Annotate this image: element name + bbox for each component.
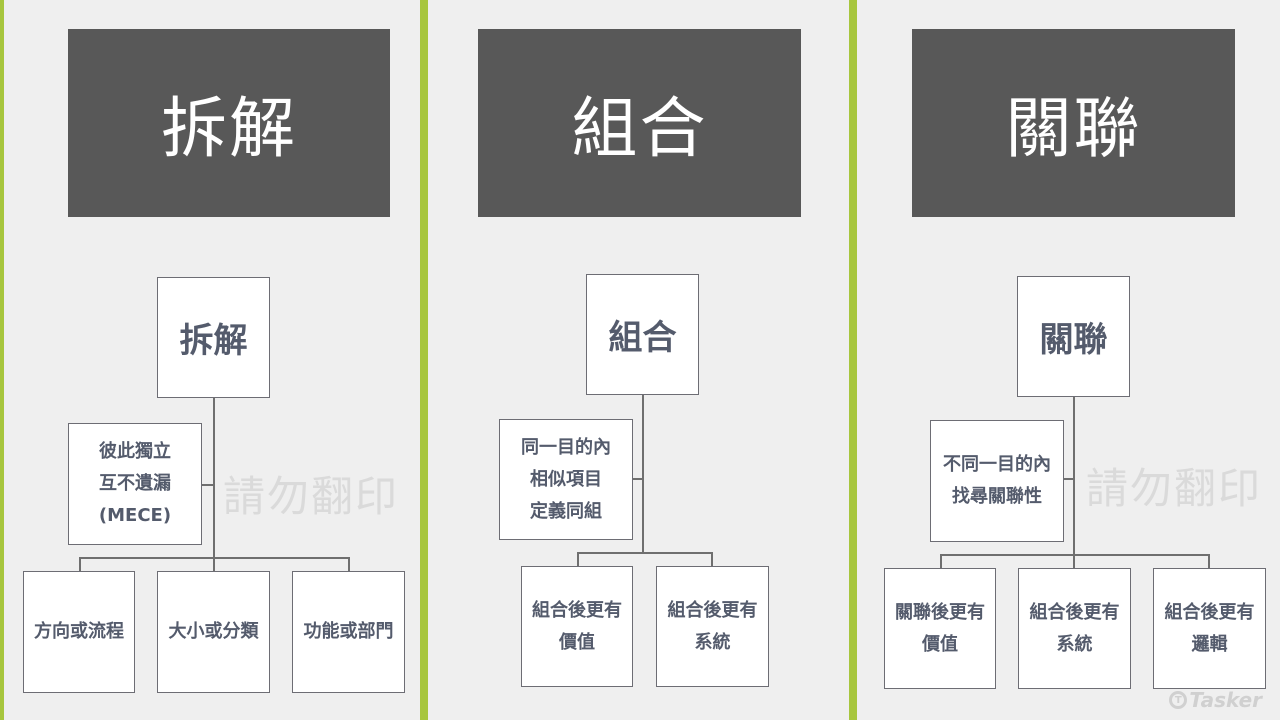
tasker-logo-icon: T xyxy=(1169,691,1188,709)
connector xyxy=(213,398,215,558)
leaf-line: 組合後更有 xyxy=(1029,601,1120,623)
connector xyxy=(1073,554,1075,568)
divider-2 xyxy=(849,0,857,720)
leaf-line: 組合後更有 xyxy=(532,599,622,621)
connector xyxy=(213,557,215,571)
leaf-line: 價值 xyxy=(922,633,958,655)
mid-line: 不同一目的內 xyxy=(943,454,1051,475)
leaf-line: 價值 xyxy=(559,631,595,653)
mid-line: 定義同組 xyxy=(530,500,602,522)
connector xyxy=(642,395,644,554)
connector xyxy=(1063,478,1073,480)
connector xyxy=(1073,397,1075,556)
mid-line: 相似項目 xyxy=(530,468,602,490)
mid-line: 互不遺漏 xyxy=(99,473,171,494)
panel-3-root-box: 關聯 xyxy=(1017,276,1130,397)
tasker-logo-text: Tasker xyxy=(1189,688,1262,712)
panel-2-leaf-box: 組合後更有 系統 xyxy=(656,566,769,687)
connector xyxy=(577,552,579,566)
panel-3-leaf-box: 組合後更有 系統 xyxy=(1018,568,1131,689)
panel-3-mid-box: 不同一目的內 找尋關聯性 xyxy=(930,420,1064,542)
connector xyxy=(940,554,942,568)
mid-line: 同一目的內 xyxy=(521,436,611,458)
watermark: 請勿翻印 xyxy=(223,472,400,521)
panel-2-header: 組合 xyxy=(478,29,801,217)
panel-2-leaf-box: 組合後更有 價值 xyxy=(521,566,633,687)
leaf-line: 組合後更有 xyxy=(1164,601,1255,623)
connector xyxy=(711,552,713,566)
leaf-line: 系統 xyxy=(1056,633,1093,655)
panel-1-leaf-box: 功能或部門 xyxy=(292,571,405,693)
panel-1-mid-box: 彼此獨立 互不遺漏 (MECE) xyxy=(68,423,202,545)
divider-1 xyxy=(420,0,428,720)
divider-left xyxy=(0,0,4,720)
panel-3-header: 關聯 xyxy=(912,29,1235,217)
panel-2-mid-box: 同一目的內 相似項目 定義同組 xyxy=(499,419,633,540)
tasker-logo: T Tasker xyxy=(1169,688,1262,712)
leaf-line: 關聯後更有 xyxy=(895,601,985,623)
mid-line: (MECE) xyxy=(98,505,172,526)
leaf-line: 系統 xyxy=(694,631,731,653)
panel-3-leaf-box: 關聯後更有 價值 xyxy=(884,568,996,689)
panel-1-leaf-box: 方向或流程 xyxy=(23,571,135,693)
connector xyxy=(348,557,350,571)
leaf-line: 大小或分類 xyxy=(168,621,259,642)
leaf-line: 方向或流程 xyxy=(34,621,124,642)
connector xyxy=(1208,554,1210,568)
connector xyxy=(633,478,643,480)
connector xyxy=(940,554,1210,556)
watermark: 請勿翻印 xyxy=(1086,464,1263,513)
leaf-line: 功能或部門 xyxy=(303,621,394,642)
panel-1-header: 拆解 xyxy=(68,29,390,217)
leaf-line: 邏輯 xyxy=(1191,633,1228,655)
connector xyxy=(202,484,214,486)
connector xyxy=(577,552,713,554)
panel-2-root-box: 組合 xyxy=(586,274,699,395)
leaf-line: 組合後更有 xyxy=(667,599,758,621)
mid-line: 彼此獨立 xyxy=(99,441,171,462)
connector xyxy=(79,557,81,571)
panel-3-leaf-box: 組合後更有 邏輯 xyxy=(1153,568,1266,689)
panel-1-root-box: 拆解 xyxy=(157,277,270,398)
mid-line: 找尋關聯性 xyxy=(952,486,1042,507)
panel-1-leaf-box: 大小或分類 xyxy=(157,571,270,693)
